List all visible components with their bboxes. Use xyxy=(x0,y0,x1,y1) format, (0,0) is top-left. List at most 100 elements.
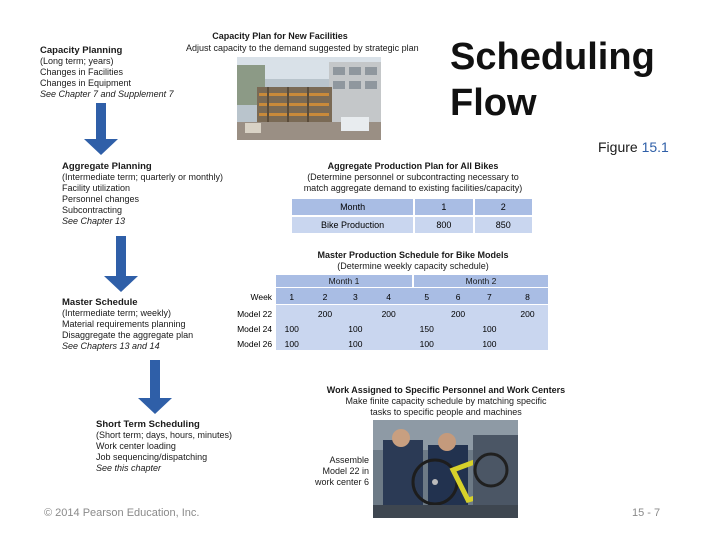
level-line: Disaggregate the aggregate plan xyxy=(62,330,193,341)
table-row: Model 24 100 100 150 100 xyxy=(226,321,548,336)
mps-month-1-header: Month 1 xyxy=(276,275,412,287)
work-assigned-subtitle-2: tasks to specific people and machines xyxy=(312,407,580,418)
figure-word: Figure xyxy=(598,139,638,155)
level-line: (Intermediate term; weekly) xyxy=(62,308,193,319)
work-assigned-subtitle-1: Make finite capacity schedule by matchin… xyxy=(312,396,580,407)
table-header-row: Month 1 2 xyxy=(292,199,533,216)
table-header-cell: 2 xyxy=(474,199,533,216)
mps-cell: 100 xyxy=(409,336,444,351)
mps-cell xyxy=(507,336,548,351)
aggregate-plan-subtitle-1: (Determine personnel or subcontracting n… xyxy=(288,172,538,183)
bike-assembly-photo-art xyxy=(373,420,518,518)
level-see-reference: See this chapter xyxy=(96,463,232,474)
level-title: Capacity Planning xyxy=(40,45,174,56)
level-line: Material requirements planning xyxy=(62,319,193,330)
table-header-cell: 1 xyxy=(414,199,473,216)
table-cell: 800 xyxy=(414,216,473,234)
mps-box: Master Production Schedule for Bike Mode… xyxy=(288,250,538,272)
slide-title-line-2: Flow xyxy=(450,80,655,126)
level-master-schedule: Master Schedule (Intermediate term; week… xyxy=(62,297,193,352)
mps-cell: 200 xyxy=(368,306,409,321)
slide-title: Scheduling Flow xyxy=(450,34,655,126)
mps-week-cell: 7 xyxy=(472,288,507,306)
level-line: Personnel changes xyxy=(62,194,223,205)
mps-title: Master Production Schedule for Bike Mode… xyxy=(288,250,538,261)
slide-title-line-1: Scheduling xyxy=(450,34,655,80)
mps-cell: 100 xyxy=(343,321,369,336)
figure-number: 15.1 xyxy=(642,139,669,155)
table-header-cell: Month xyxy=(292,199,414,216)
mps-row-label: Model 22 xyxy=(226,306,276,321)
capacity-plan-subtitle: Adjust capacity to the demand suggested … xyxy=(186,43,419,53)
mps-cell xyxy=(307,321,342,336)
level-capacity-planning: Capacity Planning (Long term; years) Cha… xyxy=(40,45,174,100)
down-arrow-1 xyxy=(84,103,118,155)
mps-cell xyxy=(409,306,444,321)
footer-copyright: © 2014 Pearson Education, Inc. xyxy=(44,507,199,519)
mps-week-cell: 1 xyxy=(276,288,307,306)
mps-week-label: Week xyxy=(226,288,276,306)
level-title: Master Schedule xyxy=(62,297,193,308)
mps-week-cell: 6 xyxy=(444,288,472,306)
figure-label: Figure 15.1 xyxy=(598,139,669,155)
mps-week-row: Week 1 2 3 4 5 6 7 8 xyxy=(226,288,548,306)
mps-cell: 200 xyxy=(507,306,548,321)
mps-row-label: Model 24 xyxy=(226,321,276,336)
down-arrow-3 xyxy=(138,360,172,414)
mps-cell: 100 xyxy=(472,336,507,351)
level-line: Job sequencing/dispatching xyxy=(96,452,232,463)
table-cell: 850 xyxy=(474,216,533,234)
mps-subtitle: (Determine weekly capacity schedule) xyxy=(288,261,538,272)
level-line: Subcontracting xyxy=(62,205,223,216)
level-line: (Short term; days, hours, minutes) xyxy=(96,430,232,441)
level-see-reference: See Chapter 13 xyxy=(62,216,223,227)
work-assigned-box: Work Assigned to Specific Personnel and … xyxy=(312,385,580,417)
bike-assembly-photo xyxy=(373,420,518,518)
down-arrow-2 xyxy=(104,236,138,292)
level-line: Facility utilization xyxy=(62,183,223,194)
work-assigned-title: Work Assigned to Specific Personnel and … xyxy=(312,385,580,396)
mps-cell: 100 xyxy=(472,321,507,336)
mps-row-label: Model 26 xyxy=(226,336,276,351)
mps-week-cell: 5 xyxy=(409,288,444,306)
assemble-caption-line: work center 6 xyxy=(300,477,369,488)
assemble-caption: Assemble Model 22 in work center 6 xyxy=(300,455,369,488)
construction-photo-art xyxy=(237,57,381,140)
level-see-reference: See Chapters 13 and 14 xyxy=(62,341,193,352)
mps-cell xyxy=(368,321,409,336)
mps-month-2-header: Month 2 xyxy=(414,275,548,287)
level-see-reference: See Chapter 7 and Supplement 7 xyxy=(40,89,174,100)
footer-page-number: 15 - 7 xyxy=(632,507,660,519)
assemble-caption-line: Assemble xyxy=(300,455,369,466)
table-cell: Bike Production xyxy=(292,216,414,234)
mps-cell: 200 xyxy=(444,306,472,321)
level-line: (Long term; years) xyxy=(40,56,174,67)
mps-cell: 200 xyxy=(307,306,342,321)
mps-cell xyxy=(507,321,548,336)
level-line: Changes in Facilities xyxy=(40,67,174,78)
aggregate-plan-box: Aggregate Production Plan for All Bikes … xyxy=(288,161,538,193)
mps-cell: 100 xyxy=(276,321,307,336)
mps-cell xyxy=(276,306,307,321)
capacity-plan-title: Capacity Plan for New Facilities xyxy=(180,31,380,42)
mps-month-1-label: Month 1 xyxy=(329,276,360,286)
mps-cell xyxy=(307,336,342,351)
mps-cell: 150 xyxy=(409,321,444,336)
table-row: Model 26 100 100 100 100 xyxy=(226,336,548,351)
mps-week-cell: 3 xyxy=(343,288,369,306)
table-row: Bike Production 800 850 xyxy=(292,216,533,234)
mps-cell xyxy=(444,336,472,351)
mps-cell xyxy=(343,306,369,321)
mps-week-cell: 8 xyxy=(507,288,548,306)
mps-cell: 100 xyxy=(276,336,307,351)
construction-photo xyxy=(237,57,381,140)
level-line: (Intermediate term; quarterly or monthly… xyxy=(62,172,223,183)
mps-cell xyxy=(472,306,507,321)
mps-cell xyxy=(368,336,409,351)
mps-table: Month 1 Month 2 Week 1 2 3 4 5 6 7 8 Mod… xyxy=(226,275,548,350)
level-line: Work center loading xyxy=(96,441,232,452)
aggregate-plan-subtitle-2: match aggregate demand to existing facil… xyxy=(288,183,538,194)
level-title: Aggregate Planning xyxy=(62,161,223,172)
mps-grid: Week 1 2 3 4 5 6 7 8 Model 22 200 200 20… xyxy=(226,288,548,351)
mps-cell: 100 xyxy=(343,336,369,351)
